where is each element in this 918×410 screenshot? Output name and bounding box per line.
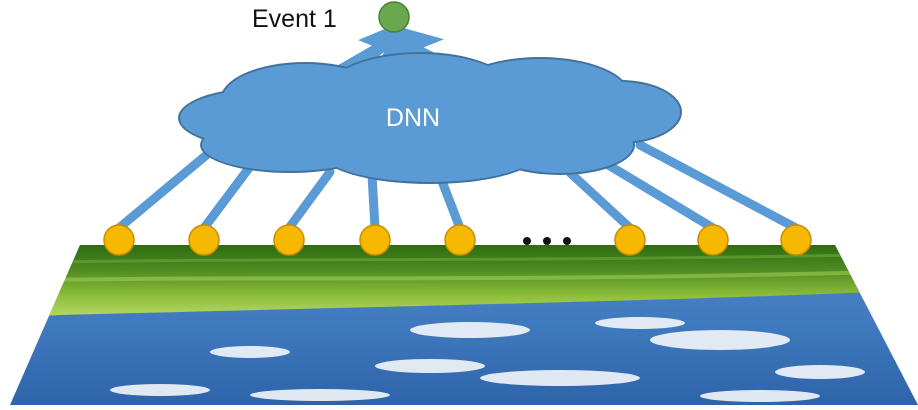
input-connection-line bbox=[367, 170, 380, 233]
event-node bbox=[378, 1, 410, 33]
input-node bbox=[188, 224, 220, 256]
input-connection-line bbox=[114, 147, 215, 233]
sky-clouds bbox=[110, 317, 865, 402]
input-node bbox=[103, 224, 135, 256]
dnn-cloud bbox=[178, 52, 682, 184]
event-label: Event 1 bbox=[252, 5, 337, 33]
grass-region bbox=[10, 245, 918, 318]
arrow-head bbox=[358, 25, 445, 57]
landscape-plane bbox=[10, 245, 918, 405]
input-connection-line bbox=[435, 171, 465, 233]
input-connection-line bbox=[595, 155, 718, 233]
input-node bbox=[444, 224, 476, 256]
input-connection-line bbox=[560, 163, 635, 233]
input-nodes bbox=[103, 224, 812, 256]
input-connection-line bbox=[284, 167, 335, 233]
input-node bbox=[780, 224, 812, 256]
input-node bbox=[359, 224, 391, 256]
input-node bbox=[273, 224, 305, 256]
input-node bbox=[697, 224, 729, 256]
input-connections bbox=[114, 140, 801, 233]
input-connection-line bbox=[199, 155, 260, 233]
input-connection-line bbox=[635, 140, 801, 233]
ellipsis-dots bbox=[523, 237, 571, 245]
input-node bbox=[614, 224, 646, 256]
dnn-label: DNN bbox=[385, 104, 441, 132]
